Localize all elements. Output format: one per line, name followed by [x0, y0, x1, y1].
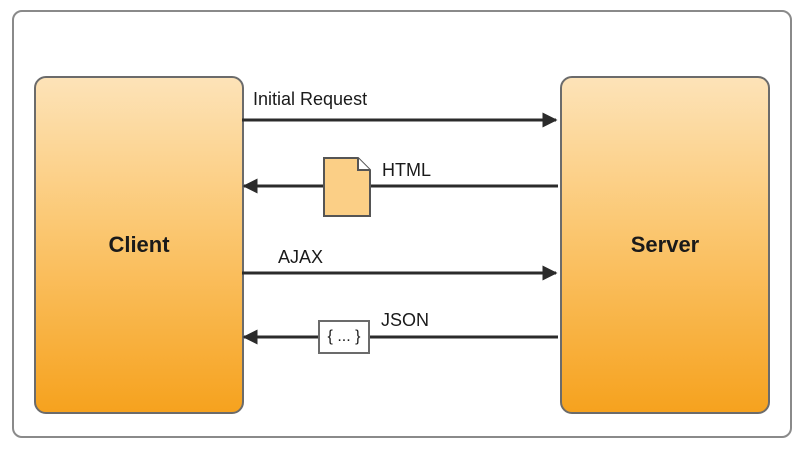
document-icon: [323, 157, 371, 217]
initial-request-label: Initial Request: [253, 89, 368, 109]
server-label: Server: [630, 232, 700, 257]
json-payload-chip: { ... }: [318, 320, 370, 354]
html-label: HTML: [382, 160, 431, 180]
client-box: Client: [34, 76, 244, 414]
server-box: Server: [560, 76, 770, 414]
ajax-label: AJAX: [278, 247, 324, 267]
json-payload-text: { ... }: [327, 328, 361, 345]
client-label: Client: [108, 232, 170, 257]
json-label: JSON: [381, 310, 430, 330]
